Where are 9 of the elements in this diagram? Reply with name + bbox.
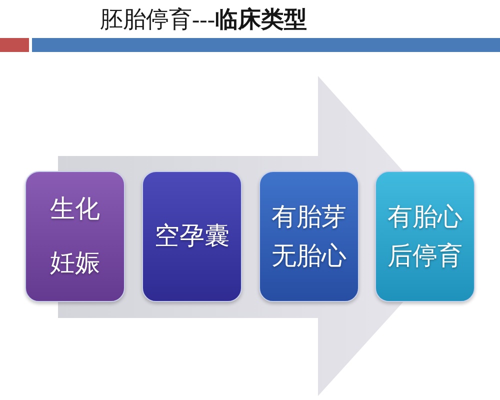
stage-label: 空孕囊 [154,222,230,252]
stage-label: 有胎心后停育 [386,202,464,272]
stage-label: 有胎芽无胎心 [270,202,348,272]
title: 胚胎停育---临床类型 [100,6,307,34]
stage-box [259,171,359,302]
stage-box [375,171,475,302]
stage-box [25,171,125,302]
stage-box [142,171,242,302]
stage-label: 生化妊娠 [49,194,101,278]
